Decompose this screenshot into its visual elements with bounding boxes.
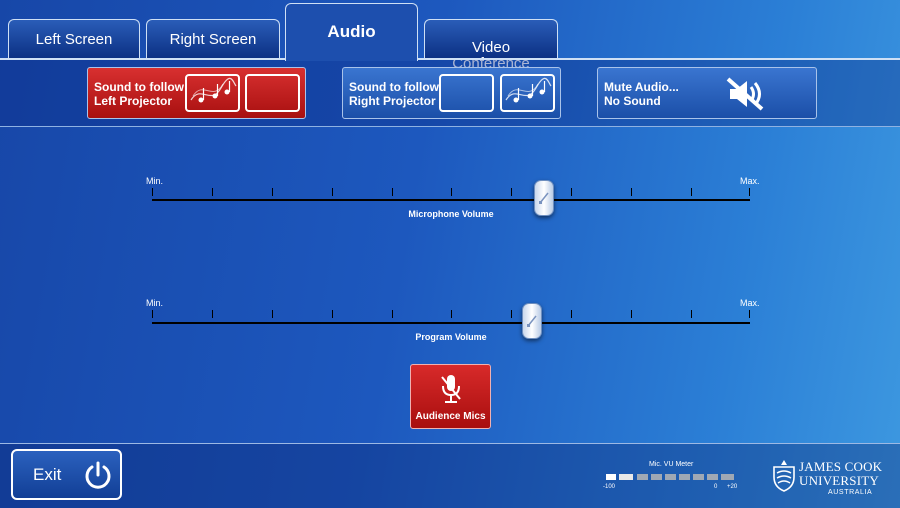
program-tick [511, 310, 512, 318]
power-icon [83, 460, 113, 490]
mic-vu-meter: Mic. VU Meter -100 0 +20 [601, 460, 741, 496]
program-tick [631, 310, 632, 318]
vu-segment [679, 474, 690, 480]
program-tick [691, 310, 692, 318]
vu-segment [606, 474, 616, 480]
microphone-tick [451, 188, 452, 196]
microphone-tick [511, 188, 512, 196]
follow-right-projector-button[interactable]: Sound to follow Right Projector [342, 67, 561, 119]
jcu-logo-line2: UNIVERSITY [799, 473, 879, 488]
follow-left-projector-button[interactable]: Sound to follow Left Projector [87, 67, 306, 119]
vu-segment [651, 474, 662, 480]
program-tick [749, 310, 750, 318]
vu-scale-min: -100 [603, 484, 616, 490]
program-tick [571, 310, 572, 318]
jcu-crest-icon [772, 458, 796, 492]
program-tick [272, 310, 273, 318]
follow-left-label: Sound to follow Left Projector [94, 80, 184, 108]
microphone-tick [272, 188, 273, 196]
vu-segment [619, 474, 633, 480]
microphone-tick [152, 188, 153, 196]
program-volume-handle[interactable] [521, 303, 542, 339]
vu-segment [665, 474, 676, 480]
follow-right-label: Sound to follow Right Projector [349, 80, 439, 108]
tab-audio-label: Audio [327, 22, 376, 41]
program-max-label: Max. [740, 298, 760, 308]
jcu-logo-line3: AUSTRALIA [828, 489, 873, 496]
mute-audio-label: Mute Audio... No Sound [604, 80, 679, 108]
microphone-tick [392, 188, 393, 196]
mute-audio-button[interactable]: Mute Audio... No Sound [597, 67, 817, 119]
microphone-max-label: Max. [740, 176, 760, 186]
program-tick [212, 310, 213, 318]
tab-right-screen-label: Right Screen [169, 31, 257, 48]
tab-divider [0, 58, 900, 60]
tab-audio[interactable]: Audio [285, 3, 418, 61]
program-volume-slider[interactable]: Min. Max. Program Volume [146, 298, 760, 346]
vu-meter-title: Mic. VU Meter [649, 461, 694, 468]
vu-segment [637, 474, 648, 480]
vu-scale-zero: 0 [714, 484, 718, 490]
tab-right-screen[interactable]: Right Screen [146, 19, 280, 59]
left-projector-empty-box [439, 74, 494, 112]
exit-label: Exit [33, 465, 62, 484]
program-tick [392, 310, 393, 318]
microphone-tick [691, 188, 692, 196]
right-projector-empty-box [245, 74, 300, 112]
microphone-track [152, 199, 750, 201]
program-tick [332, 310, 333, 318]
audience-mics-button[interactable]: Audience Mics [410, 364, 491, 429]
speaker-mute-icon [724, 75, 766, 113]
right-projector-audio-icon [500, 74, 555, 112]
microphone-volume-label: Microphone Volume [408, 209, 494, 219]
microphone-tick [631, 188, 632, 196]
program-track [152, 322, 750, 324]
program-volume-label: Program Volume [415, 332, 487, 342]
vu-segment [721, 474, 734, 480]
microphone-volume-handle[interactable] [533, 180, 554, 216]
microphone-tick [212, 188, 213, 196]
microphone-tick [571, 188, 572, 196]
tab-video-conference[interactable]: Video Conference [424, 19, 558, 72]
vu-segment [693, 474, 704, 480]
program-min-label: Min. [146, 298, 164, 308]
vu-scale-max: +20 [727, 484, 738, 490]
microphone-tick [332, 188, 333, 196]
program-tick [152, 310, 153, 318]
program-tick [451, 310, 452, 318]
microphone-min-label: Min. [146, 176, 164, 186]
tab-left-screen[interactable]: Left Screen [8, 19, 140, 59]
microphone-tick [749, 188, 750, 196]
left-projector-audio-icon [185, 74, 240, 112]
vu-segment [707, 474, 718, 480]
microphone-icon [439, 373, 463, 405]
exit-button[interactable]: Exit [11, 449, 122, 500]
audience-mics-label: Audience Mics [415, 411, 486, 422]
tab-left-screen-label: Left Screen [35, 31, 113, 48]
bottom-bar [0, 443, 900, 508]
jcu-logo-line1: JAMES COOK [799, 459, 883, 474]
jcu-logo: JAMES COOK UNIVERSITY AUSTRALIA [772, 456, 890, 502]
microphone-volume-slider[interactable]: Min. Max. Microphone Volume [146, 176, 760, 224]
